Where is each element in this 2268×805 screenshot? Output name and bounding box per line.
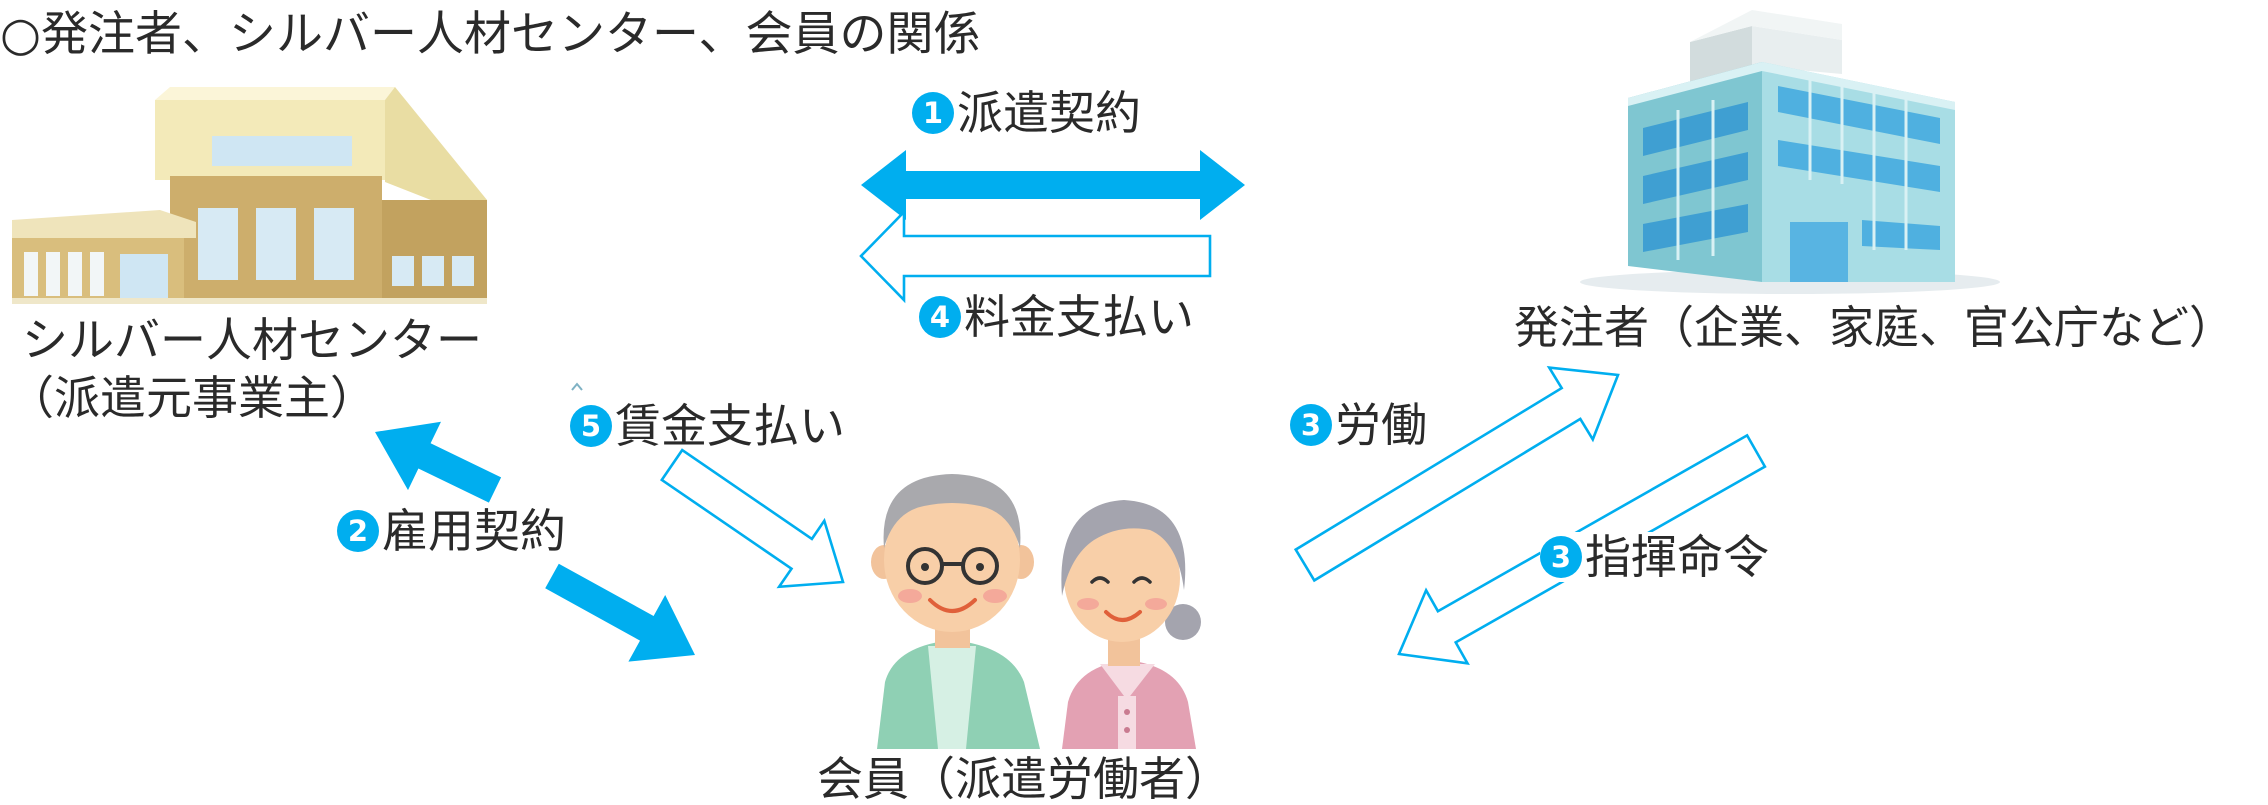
man-eye <box>921 563 929 571</box>
elderly-man <box>871 474 1040 749</box>
dispatch-contract-double-arrow <box>861 150 1245 220</box>
window-row <box>1643 152 1748 204</box>
wage-payment-text: 賃金支払い <box>615 399 845 453</box>
woman-face <box>1064 514 1180 642</box>
dispatch-contract-text: 派遣契約 <box>957 86 1141 140</box>
employment-contract-text: 雇用契約 <box>382 504 566 558</box>
hair-bun <box>1165 604 1201 640</box>
building-window <box>452 256 474 286</box>
man-blush <box>983 589 1007 603</box>
window-dividers <box>1676 80 1908 260</box>
building-window <box>46 252 60 296</box>
step-number-badge: 2 <box>337 510 379 552</box>
step-number-badge: 3 <box>1540 536 1582 578</box>
woman-hair <box>1061 500 1186 596</box>
elderly-couple-icon <box>871 474 1201 749</box>
woman-blush <box>1145 598 1167 610</box>
woman-eye <box>1132 576 1152 584</box>
building-entrance <box>120 254 168 300</box>
building-window <box>90 252 104 296</box>
labor-arrow <box>1293 366 1620 583</box>
woman-blush <box>1077 598 1099 610</box>
man-inner-shirt <box>928 646 976 749</box>
silver-center-role: （派遣元事業主） <box>8 371 376 425</box>
step-number-badge: 1 <box>912 92 954 134</box>
caret-mark <box>571 382 583 391</box>
command-text: 指揮命令 <box>1585 530 1769 584</box>
client-name: 発注者（企業、家庭、官公庁など） <box>1514 301 2235 354</box>
step-number-badge: 5 <box>570 405 612 447</box>
window-row <box>1643 102 1748 156</box>
roof-unit-right <box>1752 26 1842 74</box>
step-number-badge: 4 <box>919 296 961 338</box>
man-hair <box>883 474 1021 548</box>
labor-text: 労働 <box>1335 398 1427 452</box>
building-window <box>422 256 444 286</box>
window-row <box>1778 86 1940 144</box>
roof-unit-top <box>1690 10 1842 42</box>
man-eye <box>976 563 984 571</box>
building-window <box>314 208 354 280</box>
window-row <box>1643 204 1748 252</box>
page-title: ○発注者、シルバー人材センター、会員の関係 <box>0 7 981 62</box>
step-number-badge: 3 <box>1290 404 1332 446</box>
man-smile <box>928 598 977 613</box>
employment-contract-arrow-to-member <box>545 563 695 662</box>
upper-block-top <box>155 87 395 100</box>
roof-unit-left <box>1690 26 1752 82</box>
member-name: 会員（派遣労働者） <box>817 752 1231 805</box>
office-building-icon <box>1580 10 2000 294</box>
building-window <box>24 252 38 296</box>
man-blush <box>898 589 922 603</box>
upper-block-roof-slope <box>385 87 487 222</box>
elderly-woman <box>1061 500 1201 749</box>
building-ground <box>12 298 487 304</box>
blouse-button <box>1124 709 1130 715</box>
wage-payment-arrow <box>659 448 845 589</box>
woman-collar <box>1100 664 1155 700</box>
building-window <box>392 256 414 286</box>
window-row <box>1862 220 1940 250</box>
fee-payment-text: 料金支払い <box>964 290 1194 344</box>
blouse-button <box>1124 727 1130 733</box>
upper-glass-band <box>212 136 352 166</box>
woman-blouse <box>1118 696 1136 749</box>
building-entrance <box>1790 222 1848 282</box>
silver-center-name: シルバー人材センター <box>22 313 482 367</box>
employment-contract-arrow-to-center <box>375 421 502 503</box>
school-building-icon <box>12 87 487 304</box>
window-row <box>1778 140 1940 192</box>
building-top-edge <box>1628 62 1955 110</box>
woman-smile <box>1104 610 1142 622</box>
left-wing-roof <box>12 210 196 238</box>
building-window <box>256 208 296 280</box>
fee-payment-arrow <box>859 208 1212 304</box>
woman-eye <box>1090 576 1110 584</box>
building-window <box>68 252 82 296</box>
building-window <box>198 208 238 280</box>
